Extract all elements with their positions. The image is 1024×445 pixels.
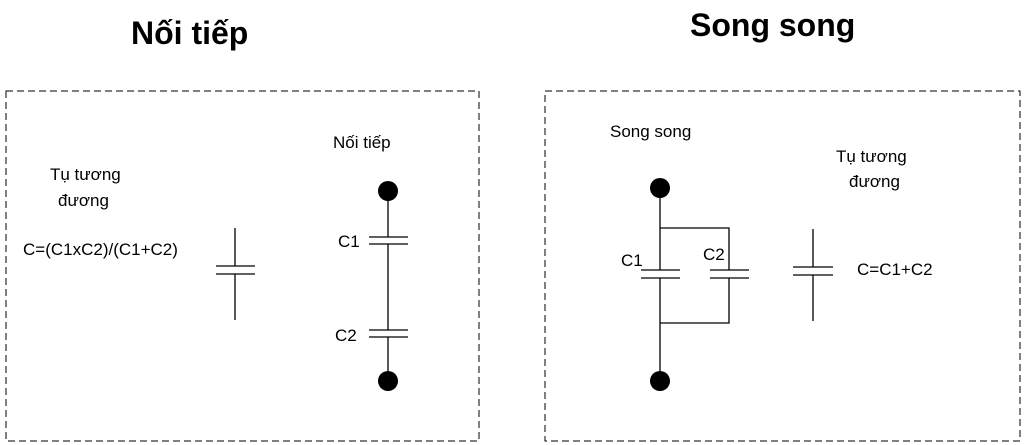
series-formula: C=(C1xC2)/(C1+C2) <box>23 240 178 259</box>
series-heading: Nối tiếp <box>131 15 249 51</box>
parallel-panel-border <box>544 90 1021 442</box>
series-circuit <box>369 181 408 391</box>
parallel-c1-capacitor <box>641 269 680 279</box>
series-panel-border <box>5 90 480 442</box>
parallel-circuit-label: Song song <box>610 122 691 141</box>
parallel-c2-label: C2 <box>703 245 725 264</box>
parallel-branch-wire <box>660 227 730 270</box>
parallel-equivalent-capacitor <box>793 229 833 321</box>
parallel-formula: C=C1+C2 <box>857 260 933 279</box>
series-c1-capacitor <box>369 236 408 245</box>
parallel-heading: Song song <box>690 7 856 43</box>
parallel-c2-capacitor <box>710 269 749 279</box>
series-c2-label: C2 <box>335 326 357 345</box>
series-c2-capacitor <box>369 329 408 338</box>
parallel-c1-label: C1 <box>621 251 643 270</box>
series-equivalent-label-line1: Tụ tương <box>50 165 121 184</box>
parallel-equivalent-label-line1: Tụ tương <box>836 147 907 166</box>
series-bottom-terminal <box>378 371 398 391</box>
parallel-branch-wire <box>660 278 730 324</box>
series-c1-label: C1 <box>338 232 360 251</box>
parallel-equivalent-label-line2: đương <box>849 172 900 191</box>
series-equivalent-label-line2: đương <box>58 191 109 210</box>
parallel-circuit <box>641 178 749 391</box>
series-circuit-label: Nối tiếp <box>333 133 391 152</box>
parallel-bottom-terminal <box>650 371 670 391</box>
series-equivalent-capacitor <box>216 228 255 320</box>
